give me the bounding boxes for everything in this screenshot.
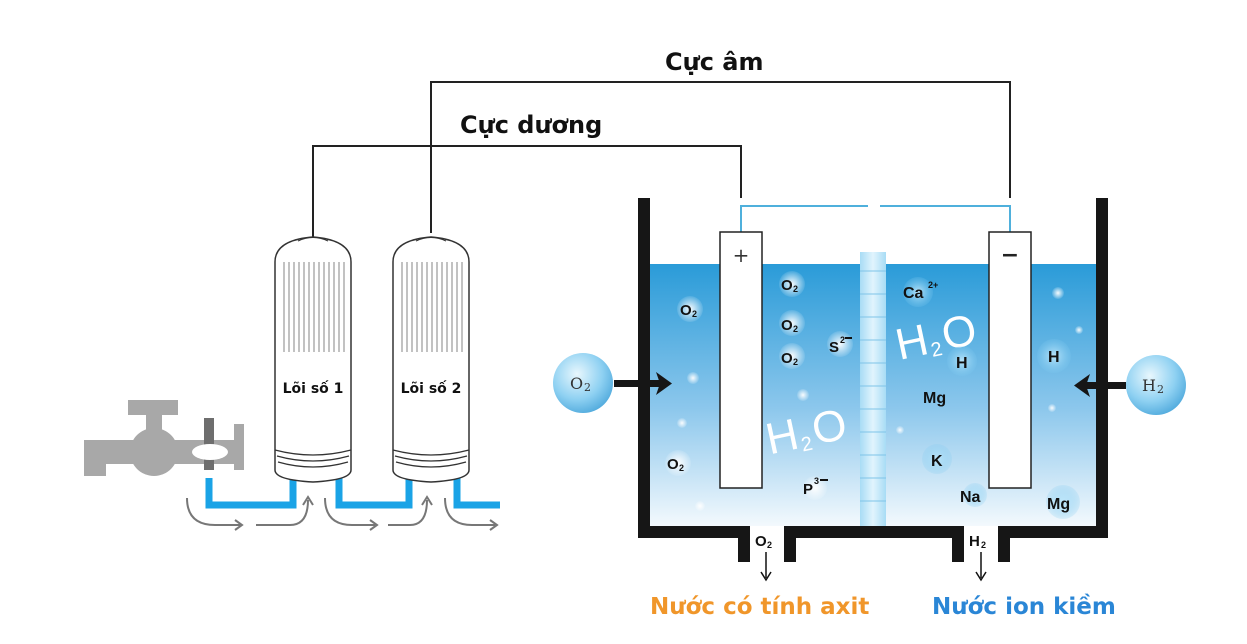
particle-hydrogen-1: H <box>947 346 977 376</box>
hydrogen-input-arrow <box>1074 374 1126 397</box>
bubbles <box>677 287 1083 511</box>
anode-sign: + <box>733 243 750 267</box>
wire-positive <box>312 145 742 240</box>
svg-text:Ca: Ca <box>903 285 924 302</box>
svg-text:O: O <box>781 350 793 367</box>
svg-text:2: 2 <box>929 338 944 362</box>
positive-terminal-label: Cực dương <box>460 111 602 139</box>
svg-text:Mg: Mg <box>923 390 946 407</box>
svg-text:3: 3 <box>814 476 819 486</box>
cathode-sign: − <box>1001 243 1019 268</box>
wire-negative <box>430 81 1011 233</box>
water-tap-icon <box>84 400 244 476</box>
svg-text:S: S <box>829 339 839 356</box>
particle-magnesium-2: Mg <box>1046 485 1080 519</box>
svg-text:H: H <box>1142 376 1156 395</box>
anode-electrode: + <box>719 231 763 489</box>
particle-hydrogen-2: H <box>1037 339 1071 373</box>
oxygen-input-arrow <box>614 372 672 395</box>
electrode-wiring <box>740 205 1011 232</box>
cathode-electrode: − <box>988 231 1032 489</box>
svg-text:2: 2 <box>793 284 798 294</box>
svg-text:2: 2 <box>679 463 684 473</box>
svg-text:H: H <box>1048 349 1060 366</box>
svg-text:2: 2 <box>692 309 697 319</box>
svg-text:2: 2 <box>767 540 772 550</box>
svg-text:O: O <box>781 317 793 334</box>
filter-core-1: Lõi số 1 <box>274 236 352 483</box>
electrolysis-tank <box>638 198 1108 562</box>
alkaline-water-label: Nước ion kiềm <box>932 593 1116 620</box>
svg-text:O: O <box>667 456 679 473</box>
svg-text:2+: 2+ <box>928 280 938 290</box>
svg-text:2: 2 <box>793 324 798 334</box>
particle-calcium: Ca 2+ <box>903 277 938 307</box>
acidic-water-label: Nước có tính axit <box>650 594 869 620</box>
filter-core-1-label: Lõi số 1 <box>283 380 344 397</box>
svg-text:O: O <box>680 302 692 319</box>
svg-text:2: 2 <box>981 540 986 550</box>
svg-text:2: 2 <box>799 433 814 457</box>
svg-text:K: K <box>931 453 943 470</box>
svg-text:2: 2 <box>840 335 845 345</box>
filter-core-2-label: Lõi số 2 <box>401 380 462 397</box>
svg-text:Na: Na <box>960 489 981 506</box>
svg-text:O: O <box>570 374 583 393</box>
svg-text:H: H <box>956 355 968 372</box>
svg-text:2: 2 <box>584 381 591 394</box>
svg-text:H: H <box>969 533 980 550</box>
flow-arrows <box>186 495 499 531</box>
particle-potassium: K <box>922 444 952 474</box>
particle-sodium: Na <box>960 483 987 507</box>
water-pipe <box>205 476 500 509</box>
filter-core-2: Lõi số 2 <box>392 236 470 483</box>
svg-text:2: 2 <box>1157 383 1164 396</box>
svg-text:2: 2 <box>793 357 798 367</box>
negative-terminal-label: Cực âm <box>665 48 763 76</box>
svg-text:Mg: Mg <box>1047 496 1070 513</box>
svg-text:P: P <box>803 481 813 498</box>
ion-membrane <box>860 252 886 526</box>
svg-text:O: O <box>781 277 793 294</box>
particle-magnesium-1: Mg <box>923 390 946 407</box>
svg-text:O: O <box>755 533 767 550</box>
